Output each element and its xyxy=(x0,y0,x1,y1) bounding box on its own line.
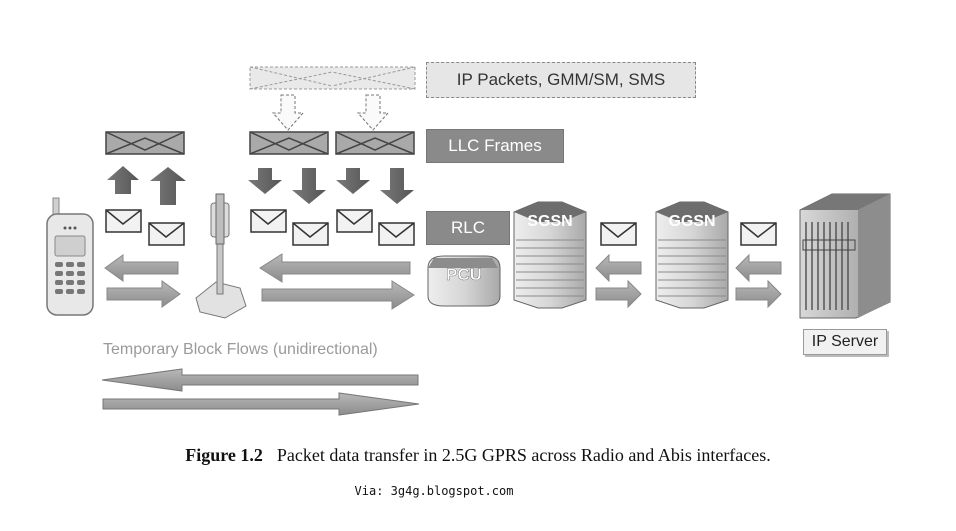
ip-server-label: IP Server xyxy=(803,329,887,355)
llc-frame-envelope xyxy=(105,131,415,155)
ggsn-node: GGSN xyxy=(655,201,729,309)
mobile-phone-icon xyxy=(46,197,94,316)
temporary-block-flow-arrow xyxy=(101,368,420,416)
gb-link-arrow xyxy=(595,253,642,309)
ip-packet-frame xyxy=(249,66,416,90)
ggsn-label: GGSN xyxy=(668,213,715,230)
pcu-node: PCU xyxy=(427,255,501,307)
radio-link-arrow xyxy=(104,254,181,308)
base-station-icon xyxy=(195,193,247,319)
figure-caption: Figure 1.2 Packet data transfer in 2.5G G… xyxy=(0,445,956,466)
gi-link-arrow xyxy=(735,253,782,309)
figure-number: Figure 1.2 xyxy=(185,445,263,465)
figure-caption-text: Packet data transfer in 2.5G GPRS across… xyxy=(276,445,771,465)
ip-packets-label: IP Packets, GMM/SM, SMS xyxy=(426,62,696,98)
rlc-block-envelope xyxy=(105,209,777,246)
temporary-block-flows-label: Temporary Block Flows (unidirectional) xyxy=(103,341,378,358)
abis-link-arrow xyxy=(259,253,415,310)
rlc-label: RLC xyxy=(426,211,510,245)
sgsn-node: SGSN xyxy=(513,201,587,309)
pcu-label: PCU xyxy=(446,265,482,284)
llc-frames-label: LLC Frames xyxy=(426,129,564,163)
segmentation-arrow xyxy=(271,94,390,131)
downlink-arrow xyxy=(248,168,414,204)
source-credit: Via: 3g4g.blogspot.com xyxy=(354,484,514,498)
uplink-arrow xyxy=(107,166,186,205)
ip-server-icon xyxy=(799,193,891,319)
sgsn-label: SGSN xyxy=(527,213,572,230)
